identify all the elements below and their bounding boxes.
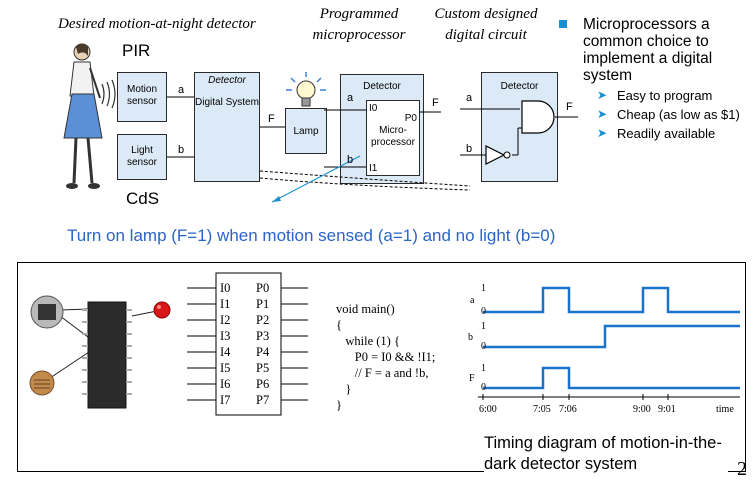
- lamp-box: Lamp: [285, 108, 327, 154]
- code-line: // F = a and !b,: [336, 366, 429, 380]
- motion-sensor-label: Motion sensor: [126, 84, 157, 107]
- desired-caption: Desired motion-at-night detector: [58, 16, 256, 32]
- wire-a-label-2: a: [347, 92, 354, 104]
- connection-wires: [167, 96, 578, 203]
- detector-micro-label: Detector: [363, 81, 401, 92]
- signal-b-waveform: [483, 324, 740, 349]
- detector-italic-label: Detector: [208, 75, 246, 86]
- pin-label: P0: [256, 281, 270, 295]
- code-line: {: [336, 318, 342, 332]
- detector-circuit-label: Detector: [500, 81, 539, 92]
- signal-b-one: 1: [481, 321, 486, 332]
- pin-label: I5: [220, 361, 231, 375]
- pin-label: I4: [220, 345, 231, 359]
- i0-pin-label: I0: [369, 103, 378, 114]
- bullet-item: ➤ Easy to program: [559, 88, 753, 103]
- wire-f-label-2: F: [432, 97, 439, 109]
- motion-sensor-box: Motion sensor: [117, 72, 167, 122]
- arrow-bullet-icon: ➤: [597, 107, 608, 121]
- pin-label: I7: [220, 393, 231, 407]
- signal-a-label: a: [470, 295, 475, 306]
- wire-f-label-3: F: [566, 101, 573, 113]
- i1-pin-label: I1: [369, 163, 378, 174]
- subtitle: Turn on lamp (F=1) when motion sensed (a…: [67, 226, 556, 245]
- signal-f-waveform: [483, 366, 740, 390]
- lamp-label: Lamp: [293, 126, 319, 137]
- wire-b-label-2: b: [347, 154, 354, 166]
- microprocessor-box: I0 P0 Micro-processor I1: [366, 100, 420, 176]
- time-tick: 9:00: [633, 404, 651, 415]
- time-tick: 9:01: [658, 404, 676, 415]
- wire-a-label-1: a: [178, 84, 185, 96]
- bottom-panel: [17, 262, 746, 472]
- signal-b-zero: 0: [481, 341, 486, 352]
- time-tick: 7:05: [533, 404, 551, 415]
- pin-label: I1: [220, 297, 231, 311]
- wire-b-label-3: b: [466, 143, 473, 155]
- detector-digital-system-box: Detector Digital System: [194, 72, 260, 182]
- chip-output-labels: P0 P1 P2 P3 P4 P5 P6 P7: [256, 282, 269, 410]
- time-tick: 7:06: [559, 404, 577, 415]
- cds-label: CdS: [126, 189, 160, 208]
- pin-label: I3: [220, 329, 231, 343]
- pin-label: P5: [256, 361, 270, 375]
- wire-a-label-3: a: [466, 92, 473, 104]
- bullet-item: ➤ Readily available: [559, 126, 753, 141]
- bullet-item-text: Readily available: [617, 126, 716, 141]
- signal-a-one: 1: [481, 283, 486, 294]
- digital-system-label: Digital System: [195, 97, 259, 108]
- light-sensor-label: Light sensor: [126, 145, 157, 168]
- code-line: P0 = I0 && !I1;: [336, 350, 436, 364]
- time-tick: 6:00: [479, 404, 497, 415]
- page-number: 2: [737, 458, 747, 480]
- pin-label: P3: [256, 329, 270, 343]
- pin-label: I6: [220, 377, 231, 391]
- pin-label: P1: [256, 297, 270, 311]
- pin-label: P4: [256, 345, 270, 359]
- signal-f-zero: 0: [481, 382, 486, 393]
- signal-b-label: b: [468, 332, 473, 343]
- bullet-item-text: Easy to program: [617, 88, 713, 103]
- square-bullet-icon: [559, 20, 567, 28]
- bullet-list: Microprocessors a common choice to imple…: [559, 16, 753, 141]
- bullet-item-text: Cheap (as low as $1): [617, 107, 740, 122]
- code-line: void main(): [336, 302, 395, 316]
- pir-label: PIR: [122, 41, 151, 60]
- chip-input-labels: I0 I1 I2 I3 I4 I5 I6 I7: [220, 282, 230, 410]
- light-sensor-box: Light sensor: [117, 134, 167, 180]
- hardware-photo: [29, 295, 171, 409]
- signal-a-zero: 0: [481, 306, 486, 317]
- code-line: while (1) {: [336, 334, 400, 348]
- wire-f-label-1: F: [268, 113, 275, 125]
- arrow-bullet-icon: ➤: [597, 126, 608, 140]
- code-block: void main() { while (1) { P0 = I0 && !I1;…: [336, 285, 435, 429]
- pin-label: I2: [220, 313, 231, 327]
- pin-label: P7: [256, 393, 270, 407]
- microprocessor-label: Micro-processor: [371, 125, 415, 148]
- code-line: }: [336, 382, 352, 396]
- detector-circuit-box: Detector: [481, 72, 558, 182]
- code-line: }: [336, 398, 342, 412]
- p0-pin-label: P0: [404, 113, 417, 124]
- bullet-main: Microprocessors a common choice to imple…: [559, 16, 753, 84]
- timing-caption: Timing diagram of motion-in-the-dark det…: [484, 433, 728, 475]
- bullet-main-text: Microprocessors a common choice to imple…: [583, 16, 713, 84]
- custom-caption: Custom designed digital circuit: [434, 6, 538, 43]
- time-axis-label: time: [716, 404, 734, 415]
- bullet-item: ➤ Cheap (as low as $1): [559, 107, 753, 122]
- arrow-bullet-icon: ➤: [597, 88, 608, 102]
- pin-label: P2: [256, 313, 270, 327]
- programmed-caption: Programmed microprocessor: [312, 6, 406, 43]
- signal-f-one: 1: [481, 363, 486, 374]
- wire-b-label-1: b: [178, 144, 185, 156]
- pin-label: P6: [256, 377, 270, 391]
- pin-label: I0: [220, 281, 231, 295]
- lamp-bulb-icon: [286, 72, 326, 107]
- person-figure: [63, 43, 116, 189]
- signal-a-waveform: [483, 286, 740, 314]
- signal-f-label: F: [469, 373, 475, 384]
